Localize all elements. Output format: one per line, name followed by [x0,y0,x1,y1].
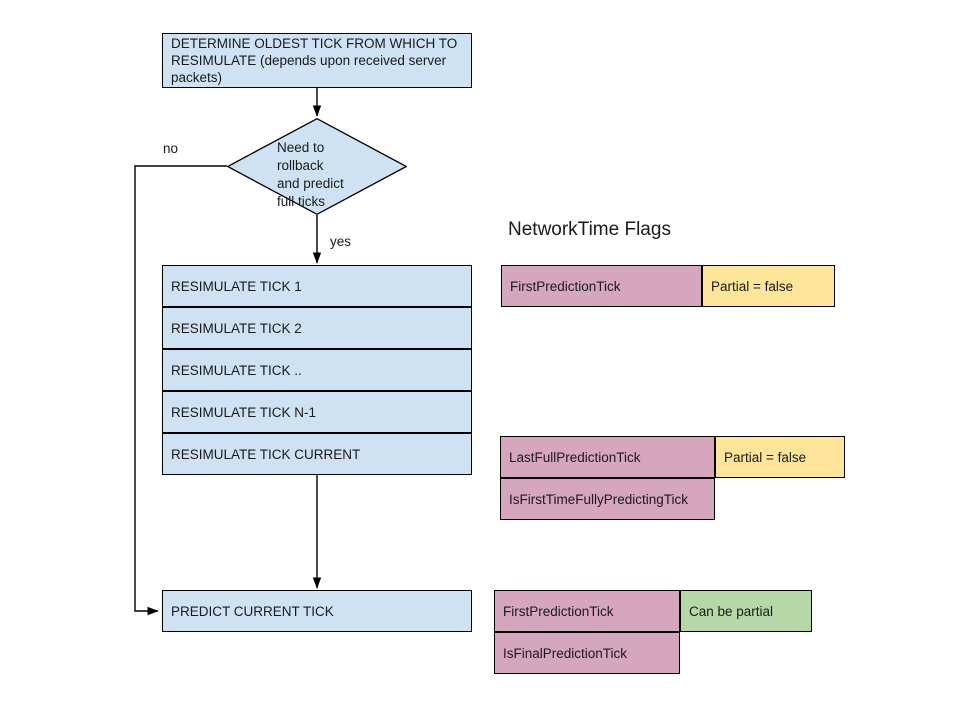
node-resimulate-tick-n-minus-1-label: RESIMULATE TICK N-1 [171,404,317,420]
flags-panel-title: NetworkTime Flags [508,219,671,240]
node-resimulate-tick-2-label: RESIMULATE TICK 2 [171,320,302,336]
flag-name-is-final-prediction-tick-label: IsFinalPredictionTick [503,645,628,661]
node-resimulate-tick-1[interactable]: RESIMULATE TICK 1 [162,265,472,307]
node-resimulate-tick-current-label: RESIMULATE TICK CURRENT [171,446,361,462]
node-resimulate-tick-ellipsis[interactable]: RESIMULATE TICK .. [162,349,472,391]
flag-name-first-prediction-tick-b-label: FirstPredictionTick [503,603,614,619]
node-resimulate-tick-current[interactable]: RESIMULATE TICK CURRENT [162,433,472,475]
node-resimulate-tick-2[interactable]: RESIMULATE TICK 2 [162,307,472,349]
flag-name-last-full-prediction-tick-label: LastFullPredictionTick [509,449,641,465]
flag-value-partial-false-b-label: Partial = false [724,449,807,465]
node-determine-oldest-tick[interactable]: DETERMINE OLDEST TICK FROM WHICH TO RESI… [162,33,472,88]
decision-diamond-shape [227,118,407,215]
flag-value-can-be-partial-label: Can be partial [689,603,774,619]
node-resimulate-tick-n-minus-1[interactable]: RESIMULATE TICK N-1 [162,391,472,433]
flag-name-is-first-time-fully-predicting-tick[interactable]: IsFirstTimeFullyPredictingTick [500,478,715,520]
flag-name-first-prediction-tick-a[interactable]: FirstPredictionTick [501,265,702,307]
edge-label-yes: yes [330,234,352,249]
flag-name-is-final-prediction-tick[interactable]: IsFinalPredictionTick [494,632,680,674]
edge-label-no: no [163,141,179,156]
node-resimulate-tick-1-label: RESIMULATE TICK 1 [171,278,302,294]
flag-name-first-prediction-tick-b[interactable]: FirstPredictionTick [494,590,680,632]
flag-name-first-prediction-tick-a-label: FirstPredictionTick [510,278,621,294]
flag-name-last-full-prediction-tick[interactable]: LastFullPredictionTick [500,436,715,478]
node-decision-label: Need to rollback and predict full ticks [277,140,344,209]
flag-value-can-be-partial[interactable]: Can be partial [680,590,812,632]
node-determine-oldest-tick-label: DETERMINE OLDEST TICK FROM WHICH TO RESI… [171,36,462,85]
node-predict-current-tick-label: PREDICT CURRENT TICK [171,603,334,619]
flag-name-is-first-time-fully-predicting-tick-label: IsFirstTimeFullyPredictingTick [509,491,689,507]
flag-value-partial-false-b[interactable]: Partial = false [715,436,845,478]
flag-value-partial-false-a[interactable]: Partial = false [702,265,835,307]
node-predict-current-tick[interactable]: PREDICT CURRENT TICK [162,590,472,632]
node-resimulate-tick-ellipsis-label: RESIMULATE TICK .. [171,362,302,378]
flag-value-partial-false-a-label: Partial = false [711,278,794,294]
node-decision-rollback[interactable]: Need to rollback and predict full ticks [227,118,407,215]
